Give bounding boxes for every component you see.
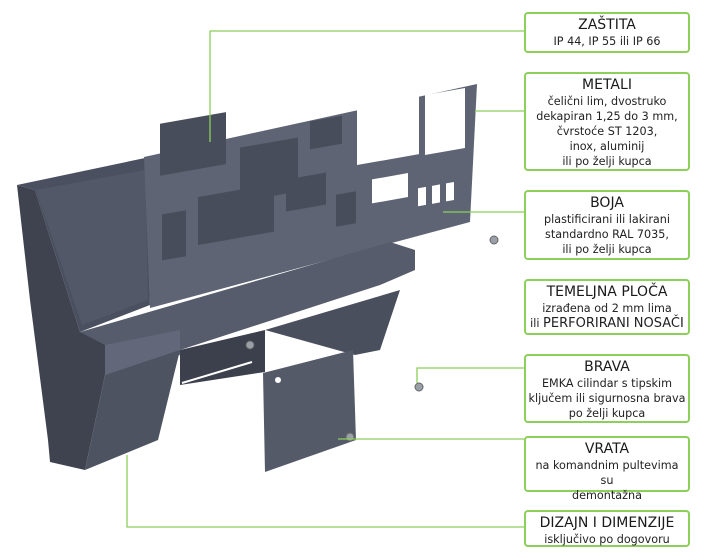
callout-title: BRAVA (584, 359, 630, 375)
panel-cutouts (160, 112, 356, 261)
callout-text: isključivo po dogovoru (544, 533, 670, 546)
callout-text-emphasis: PERFORIRANI NOSAČI (543, 316, 684, 331)
callout-text: plastificirani ili lakirani (544, 213, 670, 226)
callout-text: po želji kupca (568, 407, 646, 420)
callout-text: čelični lim, dvostruko (547, 95, 667, 108)
callout-boja: BOJA plastificirani ili lakirani standar… (524, 190, 690, 260)
callout-dizajn: DIZAJN I DIMENZIJE isključivo po dogovor… (524, 510, 690, 547)
callout-title: METALI (582, 77, 632, 93)
callout-title: DIZAJN I DIMENZIJE (539, 515, 675, 531)
callout-text: na komandnim pultevima su (535, 459, 679, 487)
callout-title: VRATA (584, 441, 630, 457)
callout-text: ili PERFORIRANI NOSAČI (528, 316, 686, 331)
callout-zastita: ZAŠTITA IP 44, IP 55 ili IP 66 (524, 12, 690, 53)
callout-title: BOJA (590, 195, 624, 211)
callout-metali: METALI čelični lim, dvostruko dekapiran … (524, 72, 690, 171)
callout-text-prefix: ili (530, 317, 540, 330)
callout-brava: BRAVA EMKA cilindar s tipskim ključem il… (524, 354, 690, 423)
console-left-edge (17, 185, 105, 470)
lock-icon (245, 235, 499, 442)
callout-text: čvrstoće ST 1203, (556, 125, 658, 138)
callout-text: ključem ili sigurnosna brava (528, 392, 686, 405)
callout-text: demontažna (572, 489, 642, 502)
callout-text: ili po želji kupca (562, 155, 652, 168)
door-panel (263, 350, 356, 472)
callout-title: ZAŠTITA (578, 17, 636, 33)
callout-title: TEMELJNA PLOČA (546, 284, 668, 300)
door-hole (275, 377, 281, 383)
callout-text: standardno RAL 7035, (545, 228, 669, 241)
desk-front (105, 330, 180, 375)
console-left-inner (36, 170, 148, 325)
callout-temeljna-ploca: TEMELJNA PLOČA izrađena od 2 mm lima ili… (524, 279, 690, 335)
callout-text: IP 44, IP 55 ili IP 66 (553, 35, 661, 48)
base-gap (181, 361, 253, 384)
callout-text: dekapiran 1,25 do 3 mm, (536, 110, 678, 123)
lower-cabinet-left (85, 350, 180, 470)
panel-openings (357, 88, 465, 207)
callout-text: izrađena od 2 mm lima (542, 302, 672, 315)
lower-cabinet-center (180, 330, 265, 385)
lower-cabinet-right (265, 290, 400, 355)
callout-text: ili po želji kupca (562, 243, 652, 256)
callout-text: inox, aluminij (569, 140, 645, 153)
callout-vrata: VRATA na komandnim pultevima su demontaž… (524, 436, 690, 502)
leader-lines (126, 30, 524, 528)
callout-text: EMKA cilindar s tipskim (541, 377, 673, 390)
